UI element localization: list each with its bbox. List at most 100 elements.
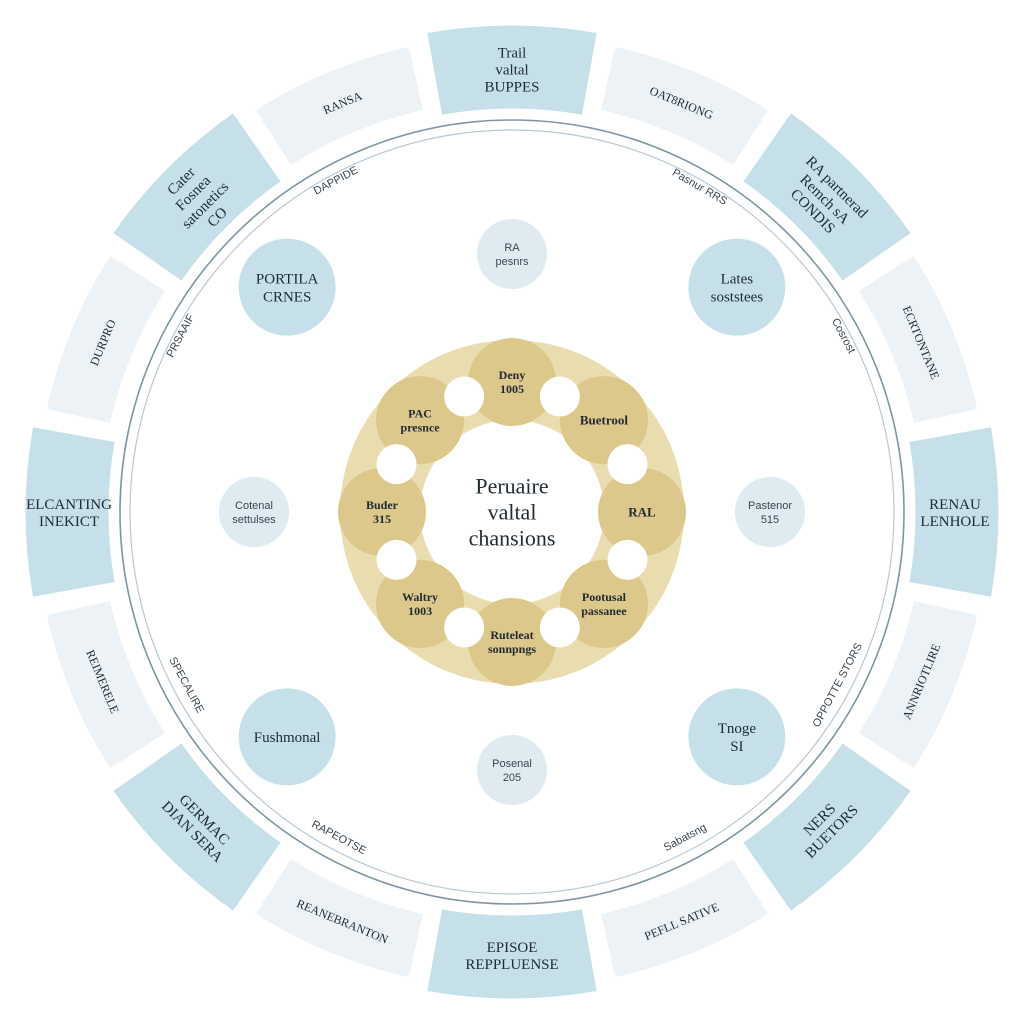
ring-block-shape — [597, 43, 773, 170]
hub-lobe-label: Buetrool — [580, 413, 629, 428]
node-circle — [685, 235, 789, 339]
ring-block-shape — [423, 22, 601, 119]
hub-gap — [539, 607, 580, 648]
arc-label: DAPPIDE — [312, 164, 360, 197]
ring-block-shape — [854, 597, 981, 773]
hub-gap — [444, 607, 485, 648]
node-label: Fushmonal — [254, 730, 321, 746]
ring-block-shape — [109, 109, 285, 285]
node: Fushmonal — [235, 685, 339, 789]
ring-block: RANSA — [251, 43, 427, 170]
hub-lobe-label: RAL — [628, 505, 656, 520]
ring-block: ANNRIOTLIRE — [854, 597, 981, 773]
ring-block-shape — [43, 597, 170, 773]
hub-lobe-shape — [559, 376, 648, 465]
ring-block-shape — [739, 739, 915, 915]
node-circle — [235, 235, 339, 339]
ring-block: REIMERELE — [43, 597, 170, 773]
ring-block-shape — [251, 854, 427, 981]
ring-block-shape — [109, 739, 285, 915]
hub-gap — [607, 539, 648, 580]
ring-block-shape — [854, 251, 981, 427]
ring-block: ECRTONTANE — [854, 251, 981, 427]
ring-block-shape — [423, 905, 601, 1002]
ring-block-shape — [251, 43, 427, 170]
node-circle — [235, 685, 339, 789]
ring-block: REANEBRANTON — [251, 854, 427, 981]
inner-circle-shape — [217, 475, 291, 549]
hub-gap — [444, 376, 485, 417]
arc-label: Cosrost — [829, 316, 857, 355]
arc-label: Pasnur RRS — [670, 167, 729, 208]
ring-block: OAT8RIONG — [597, 43, 773, 170]
ring-block: RA partneradRemch sACONDIS — [739, 109, 915, 285]
hub-gap — [376, 539, 417, 580]
ring-block-shape — [43, 251, 170, 427]
arc-label: Sabatsng — [662, 822, 709, 854]
ring-block: NERSBUETORS — [739, 739, 915, 915]
hub-lobe: Buetrool — [559, 376, 648, 465]
ring-block-shape — [739, 109, 915, 285]
ring-block-shape — [905, 423, 1002, 601]
arc-label: OPPOTTE STORS — [811, 641, 865, 729]
ring-block: DURPRO — [43, 251, 170, 427]
ring-line-inner — [129, 129, 895, 895]
arc-label: PRSAAIF — [165, 312, 198, 359]
hub-lobe-shape — [376, 559, 465, 648]
ring-block-shape — [597, 854, 773, 981]
ring-block-shape — [22, 423, 119, 601]
node-circle — [685, 685, 789, 789]
ring-block: CaterFosneasatoneticsCO — [109, 109, 285, 285]
hub-lobe-shape — [559, 559, 648, 648]
hub-core — [428, 428, 596, 596]
hub-lobe-shape — [338, 468, 426, 556]
hub-lobe: RAL — [598, 468, 686, 556]
hub-lobe-shape — [376, 376, 465, 465]
inner-circle-shape — [475, 217, 549, 291]
hub-lobe-shape — [598, 468, 686, 556]
ring-block: GERMACDIAN SERA — [109, 739, 285, 915]
hub-gap — [607, 444, 648, 485]
hub-gap — [376, 444, 417, 485]
inner-circle-shape — [475, 733, 549, 807]
hub-lobe-shape — [468, 338, 556, 426]
hub-lobe-shape — [468, 598, 556, 686]
ring-block: PEFLL SATIVE — [597, 854, 773, 981]
ring-lines — [119, 119, 905, 905]
